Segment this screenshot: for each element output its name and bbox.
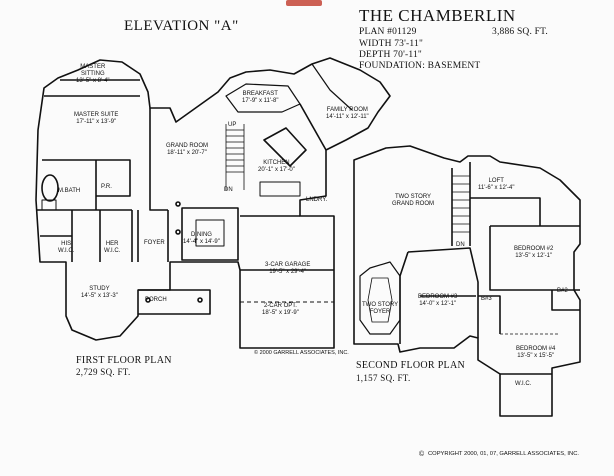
- stair-up-label: UP: [228, 122, 237, 128]
- footer-copyright: COPYRIGHT 2000, 01, 07, GARRELL ASSOCIAT…: [428, 451, 579, 457]
- second-floor-outline: [353, 145, 581, 417]
- plan-name: THE CHAMBERLIN: [359, 6, 516, 25]
- stair-dn-label: DN: [224, 187, 233, 193]
- room-pr: P.R.: [101, 184, 112, 190]
- room-foyer: FOYER: [144, 240, 165, 246]
- room-mbath: M.BATH: [58, 188, 81, 194]
- second-floor-sqft: 1,157 SQ. FT.: [356, 373, 411, 383]
- logo-mark: [286, 0, 322, 6]
- room-laundry: LNDRY.: [306, 197, 328, 203]
- first-floor-caption: FIRST FLOOR PLAN: [76, 355, 172, 366]
- second-floor-caption: SECOND FLOOR PLAN: [356, 360, 466, 371]
- plan-width: WIDTH 73'-11": [359, 39, 424, 49]
- room-wic: W.I.C.: [515, 381, 532, 387]
- stair-dn-label-2: DN: [456, 242, 465, 248]
- plan-depth: DEPTH 70'-11": [359, 50, 422, 60]
- elevation-title: ELEVATION "A": [124, 18, 239, 34]
- footer-copyright-icon: ©: [419, 451, 425, 458]
- first-floor-sqft: 2,729 SQ. FT.: [76, 367, 131, 377]
- room-porch: PORCH: [145, 297, 167, 303]
- plan-number: PLAN #01129: [359, 27, 417, 37]
- room-garage-opt: 2-CAR OPT.18'-5" x 19'-9": [262, 303, 299, 316]
- plan-foundation: FOUNDATION: BASEMENT: [359, 61, 481, 71]
- total-sqft: 3,886 SQ. FT.: [492, 27, 549, 37]
- first-floor-outline: [35, 57, 391, 349]
- room-bath-3: B#3: [481, 296, 492, 302]
- first-floor-copyright: © 2000 GARRELL ASSOCIATES, INC.: [254, 350, 349, 356]
- room-bath-2: B#2: [557, 288, 568, 294]
